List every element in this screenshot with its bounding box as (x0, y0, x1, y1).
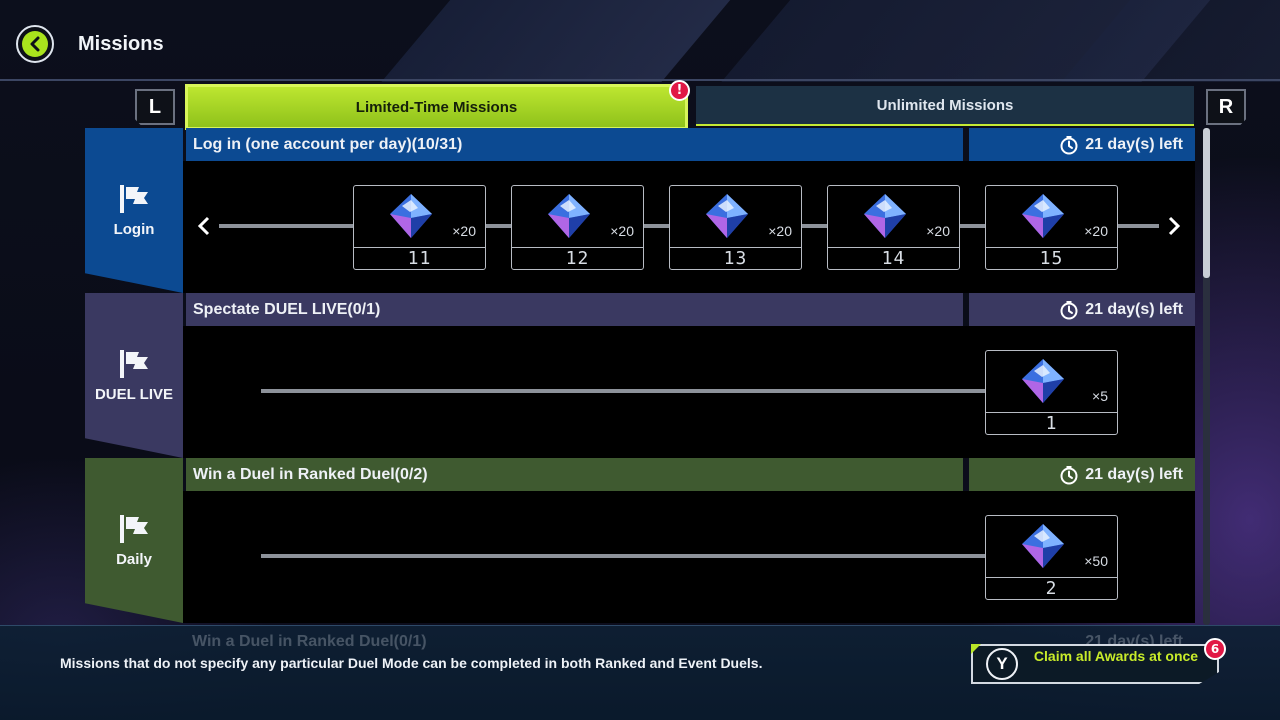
reward-step-number: 2 (1045, 578, 1058, 599)
tab-limited-time-missions[interactable]: Limited-Time Missions (185, 84, 688, 130)
reward-quantity: ×20 (1084, 223, 1108, 239)
mission-deadline: 21 day(s) left (969, 293, 1195, 326)
scrollbar[interactable] (1203, 128, 1210, 625)
tab-unlimited-missions[interactable]: Unlimited Missions (696, 86, 1194, 126)
category-login: Login (85, 128, 183, 293)
deadline-text: 21 day(s) left (1085, 135, 1183, 153)
mission-title: Log in (one account per day)(10/31) (186, 128, 963, 161)
deadline-text: 21 day(s) left (1085, 300, 1183, 318)
flag-icon (120, 515, 148, 543)
mission-deadline: 21 day(s) left (969, 458, 1195, 491)
flag-icon (120, 185, 148, 213)
scroll-left-arrow[interactable] (195, 215, 213, 237)
y-button-icon: Y (986, 648, 1018, 680)
reward-track: ×50 2 (183, 491, 1195, 623)
gem-icon (1022, 359, 1064, 403)
category-label: DUEL LIVE (94, 386, 174, 403)
scrollbar-thumb[interactable] (1203, 128, 1210, 278)
reward-quantity: ×50 (1084, 553, 1108, 569)
progress-track (261, 389, 985, 393)
reward-quantity: ×20 (610, 223, 634, 239)
category-daily: Daily (85, 458, 183, 623)
mission-deadline: 21 day(s) left (969, 128, 1195, 161)
reward-quantity: ×20 (926, 223, 950, 239)
mission-title: Spectate DUEL LIVE(0/1) (186, 293, 963, 326)
chevron-left-icon (30, 36, 40, 52)
category-label: Login (113, 221, 155, 238)
reward-quantity: ×20 (452, 223, 476, 239)
reward-track: ×5 1 (183, 326, 1195, 458)
tab-alert-badge: ! (669, 80, 690, 101)
claim-button-accent (971, 644, 981, 654)
gem-icon (390, 194, 432, 238)
claim-all-label: Claim all Awards at once (1033, 648, 1199, 664)
header-divider (0, 79, 1280, 81)
deadline-text: 21 day(s) left (1085, 465, 1183, 483)
info-text: Missions that do not specify any particu… (60, 655, 763, 671)
reward-card[interactable]: ×5 1 (985, 350, 1118, 435)
gem-icon (706, 194, 748, 238)
timer-icon (1060, 135, 1078, 154)
reward-step-number: 12 (565, 248, 590, 269)
reward-step-number: 11 (407, 248, 432, 269)
chevron-right-icon (1168, 216, 1181, 236)
reward-quantity: ×20 (768, 223, 792, 239)
shoulder-l-button[interactable]: L (135, 89, 175, 125)
reward-step-number: 14 (881, 248, 906, 269)
page-title: Missions (78, 33, 164, 55)
gem-icon (864, 194, 906, 238)
reward-card[interactable]: ×20 11 (353, 185, 486, 270)
reward-card[interactable]: ×20 13 (669, 185, 802, 270)
claim-count-badge: 6 (1204, 638, 1226, 660)
reward-card[interactable]: ×20 12 (511, 185, 644, 270)
reward-step-number: 13 (723, 248, 748, 269)
reward-quantity: ×5 (1092, 388, 1108, 404)
reward-card[interactable]: ×20 14 (827, 185, 960, 270)
back-button[interactable] (16, 25, 54, 63)
gem-icon (1022, 524, 1064, 568)
gem-icon (548, 194, 590, 238)
reward-step-number: 15 (1039, 248, 1064, 269)
tab-label: Limited-Time Missions (355, 98, 518, 116)
mission-row: DUEL LIVE Spectate DUEL LIVE(0/1) 21 day… (85, 293, 1195, 458)
gem-icon (1022, 194, 1064, 238)
mission-row: Login Log in (one account per day)(10/31… (85, 128, 1195, 293)
reward-track: ×20 11 ×20 12 ×20 13 ×20 14 (183, 161, 1195, 293)
mission-list[interactable]: Login Log in (one account per day)(10/31… (85, 128, 1195, 625)
mission-title: Win a Duel in Ranked Duel(0/2) (186, 458, 963, 491)
reward-card[interactable]: ×20 15 (985, 185, 1118, 270)
chevron-left-icon (197, 216, 210, 236)
timer-icon (1060, 300, 1078, 319)
progress-track (261, 554, 985, 558)
shoulder-r-button[interactable]: R (1206, 89, 1246, 125)
mission-title: Win a Duel in Ranked Duel(0/1) (192, 632, 427, 650)
flag-icon (120, 350, 148, 378)
category-duel-live: DUEL LIVE (85, 293, 183, 458)
reward-card[interactable]: ×50 2 (985, 515, 1118, 600)
mission-row: Daily Win a Duel in Ranked Duel(0/2) 21 … (85, 458, 1195, 623)
reward-step-number: 1 (1045, 413, 1058, 434)
tab-label: Unlimited Missions (876, 96, 1014, 114)
scroll-right-arrow[interactable] (1165, 215, 1183, 237)
category-label: Daily (116, 551, 152, 568)
timer-icon (1060, 465, 1078, 484)
